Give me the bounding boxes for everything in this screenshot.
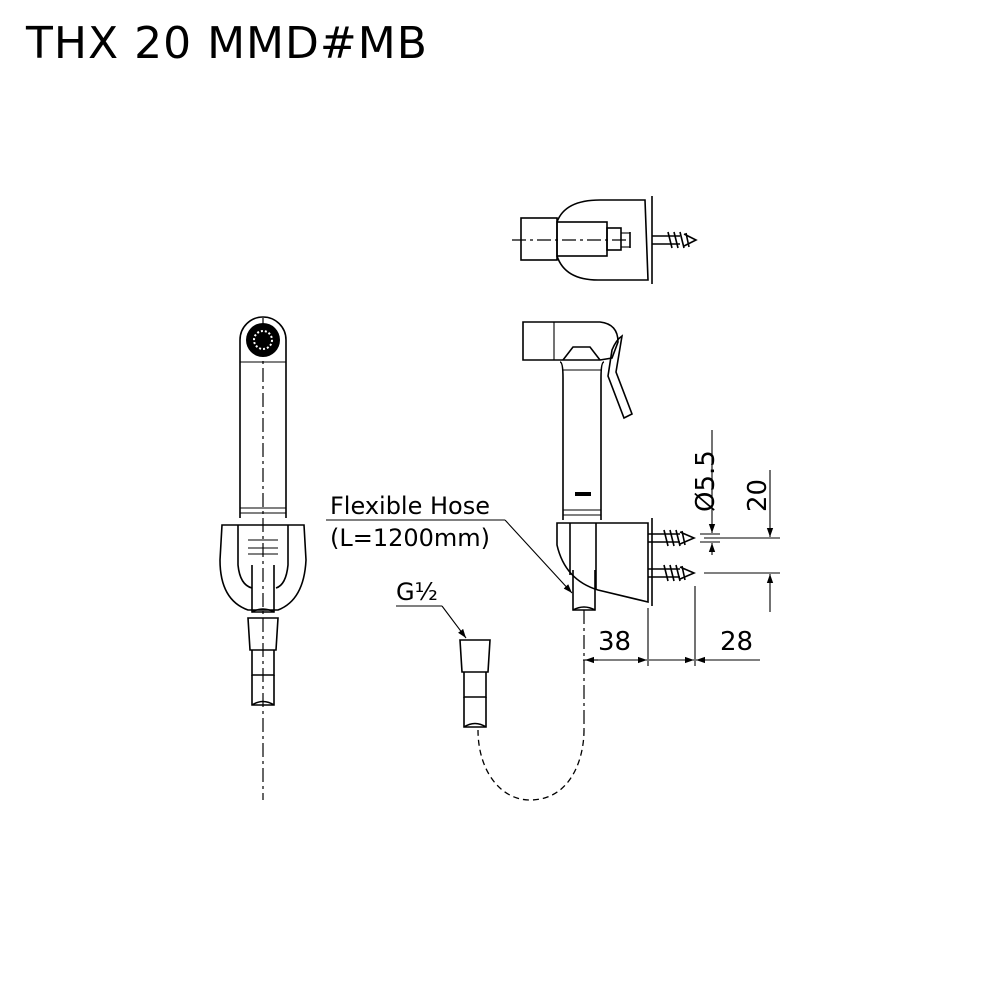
- screw-icon: [648, 529, 697, 547]
- dimension-screw-length: 28: [649, 586, 760, 666]
- dim-screw-diameter: Ø5.5: [691, 450, 721, 512]
- front-view: [219, 316, 307, 800]
- side-view: [477, 321, 697, 801]
- screw-icon: [652, 231, 698, 249]
- thread-label: G½: [396, 578, 438, 606]
- spray-nozzle-icon: [246, 323, 280, 357]
- top-view: [512, 196, 698, 284]
- dim-bracket-depth: 38: [598, 627, 631, 657]
- dimension-screw-diameter: Ø5.5: [691, 430, 721, 555]
- dim-screw-length: 28: [720, 627, 753, 657]
- dim-screw-spacing: 20: [743, 479, 773, 512]
- hose-label-line1: Flexible Hose: [330, 492, 490, 520]
- hose-end-connector: [459, 639, 491, 728]
- dimension-bracket-depth: 38: [583, 608, 649, 666]
- hose-label-line2: (L=1200mm): [330, 524, 490, 552]
- page-title: THX 20 MMD#MB: [26, 18, 428, 69]
- dimension-screw-spacing: 20: [704, 470, 780, 612]
- screw-icon: [648, 564, 697, 582]
